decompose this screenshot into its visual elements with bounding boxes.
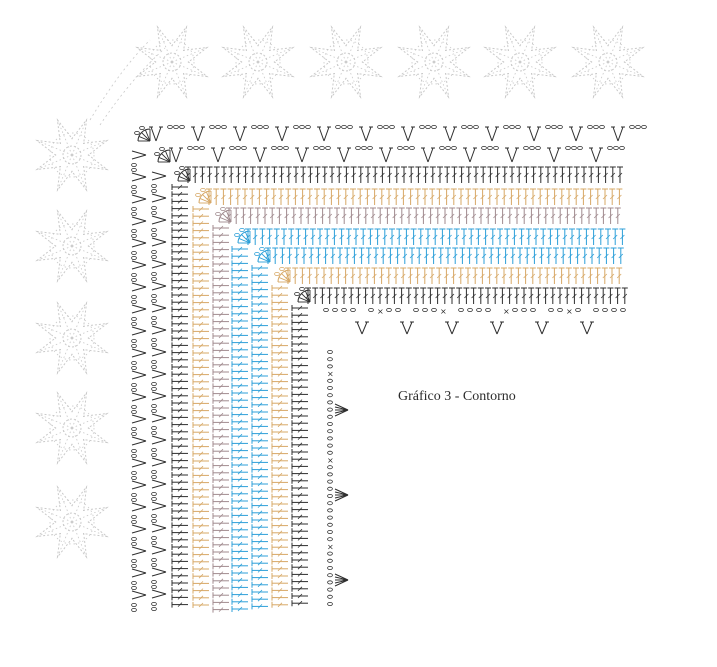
flower-motif (397, 25, 471, 99)
flower-motif (35, 485, 109, 559)
border-row-1 (149, 125, 647, 142)
border-row-5-side (212, 225, 229, 613)
svg-text:×: × (327, 456, 334, 465)
svg-text:×: × (327, 542, 334, 551)
inner-edge: × × × (327, 349, 349, 607)
corner-arcs (134, 126, 311, 303)
border-row-3-side (171, 184, 188, 608)
border-row-6-side (231, 246, 248, 612)
corner-shell-5 (215, 206, 232, 223)
motif-join (89, 39, 166, 126)
flower-motif (35, 301, 109, 375)
border-row-4 (206, 188, 623, 205)
border-rows: × × × × × × × (131, 125, 647, 613)
flower-motif (35, 209, 109, 283)
svg-text:×: × (377, 307, 384, 316)
border-row-9-side (291, 305, 308, 607)
border-row-2 (169, 145, 625, 163)
border-row-8-side (271, 285, 288, 608)
border-row-7-side (251, 265, 268, 610)
svg-text:×: × (503, 307, 510, 316)
flower-motif (35, 391, 109, 465)
corner-shell-7 (254, 246, 271, 263)
border-row-6 (245, 228, 626, 245)
corner-shell-2 (154, 146, 171, 163)
border-row-5 (226, 207, 621, 224)
corner-shell-4 (195, 187, 212, 204)
flower-motif (221, 25, 295, 99)
corner-shell-8 (274, 266, 291, 283)
border-row-3 (185, 166, 623, 183)
chart-caption: Gráfico 3 - Contorno (398, 389, 516, 404)
border-row-4-side (192, 206, 209, 608)
corner-shell-1 (134, 126, 151, 142)
flower-motif (309, 25, 383, 99)
corner-shell-9 (294, 286, 311, 303)
border-row-9 (305, 287, 628, 304)
border-row-7 (265, 247, 624, 264)
border-row-1-side (131, 150, 147, 613)
flower-motif (35, 118, 109, 192)
flower-motif (571, 25, 645, 99)
svg-text:×: × (327, 370, 334, 379)
flower-motif (135, 25, 209, 99)
border-row-10: × × × × (323, 307, 626, 335)
svg-text:×: × (566, 307, 573, 316)
flower-motif (483, 25, 557, 99)
svg-text:×: × (440, 307, 447, 316)
flower-motifs (35, 25, 645, 559)
border-row-2-side (151, 171, 167, 612)
border-row-8 (285, 267, 623, 284)
corner-shell-6 (234, 227, 251, 244)
corner-shell-3 (174, 165, 191, 182)
